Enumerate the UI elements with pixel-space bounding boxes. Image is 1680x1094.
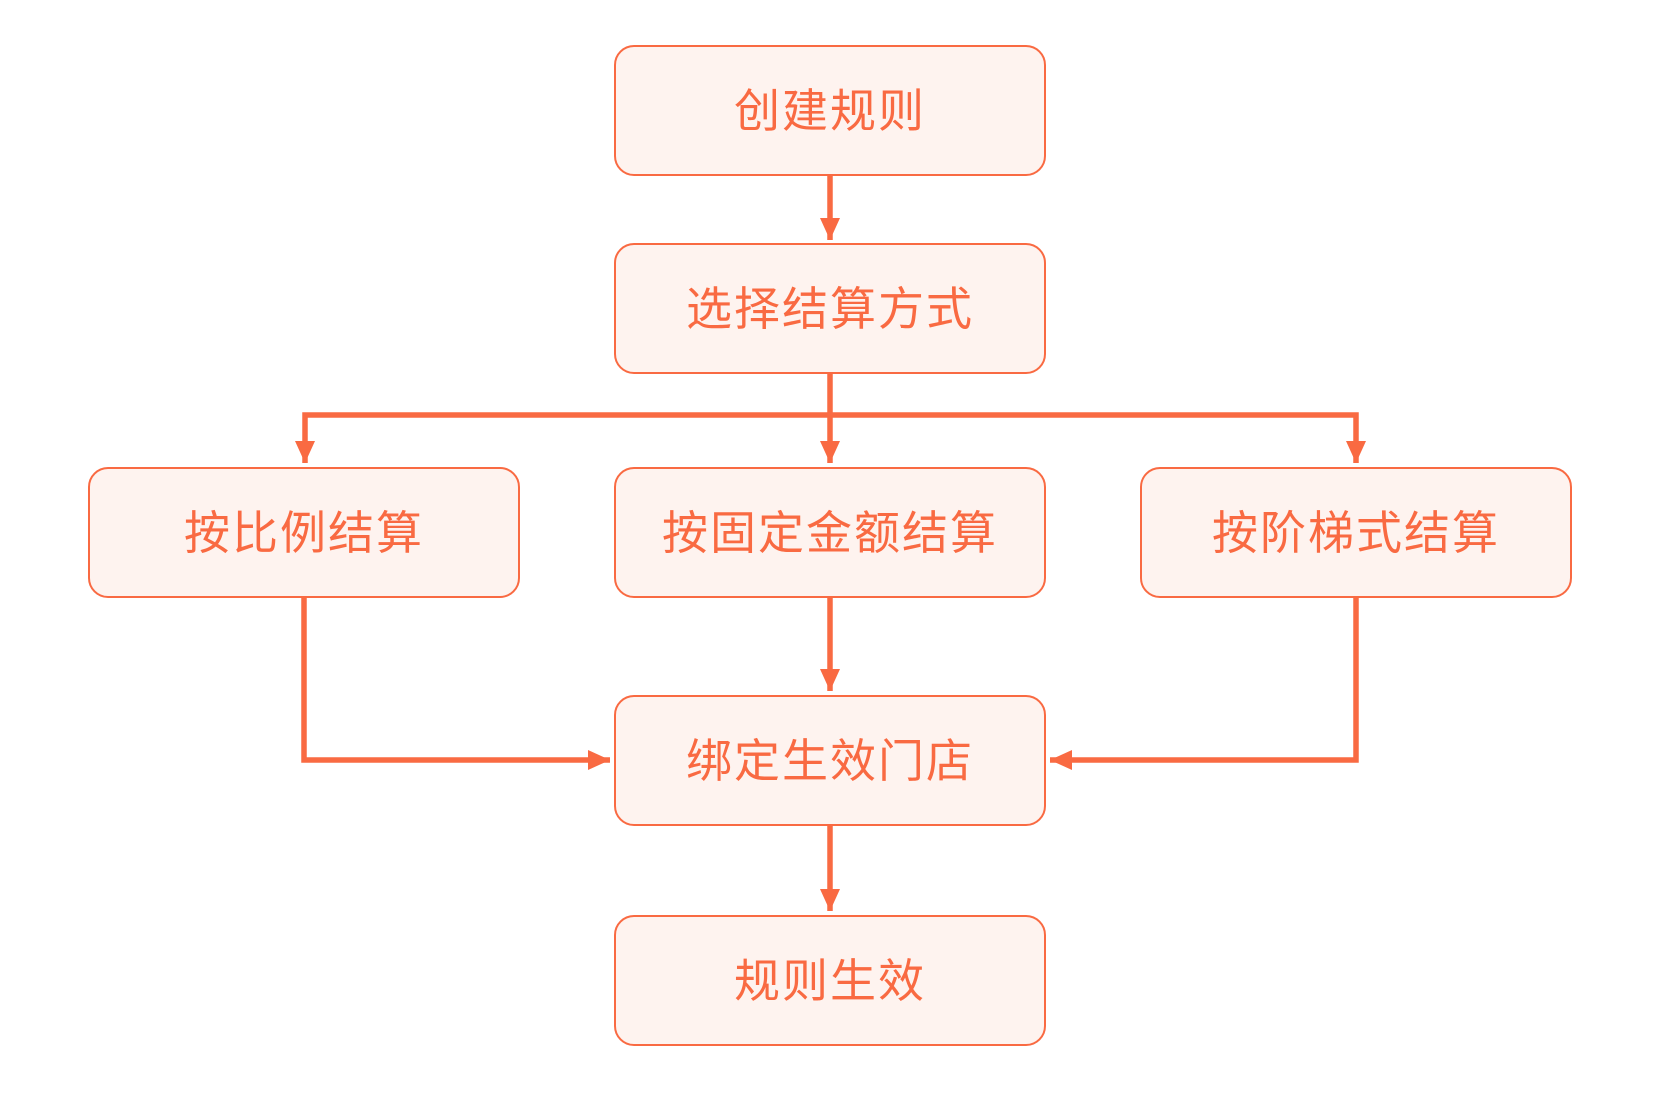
edge-select-to-ratio	[295, 412, 830, 463]
node-bind-effective-stores-label: 绑定生效门店	[686, 734, 974, 787]
node-settle-by-ratio-label: 按比例结算	[184, 506, 424, 559]
node-create-rule: 创建规则	[614, 45, 1046, 176]
node-select-settlement-method-label: 选择结算方式	[686, 282, 974, 335]
edge-ratio-to-bind	[301, 598, 610, 770]
node-rule-takes-effect-label: 规则生效	[734, 954, 926, 1007]
node-settle-by-ratio: 按比例结算	[88, 467, 520, 598]
node-select-settlement-method: 选择结算方式	[614, 243, 1046, 374]
node-settle-by-fixed-amount-label: 按固定金额结算	[662, 506, 998, 559]
node-settle-by-tier-label: 按阶梯式结算	[1212, 506, 1500, 559]
node-rule-takes-effect: 规则生效	[614, 915, 1046, 1046]
node-create-rule-label: 创建规则	[734, 84, 926, 137]
node-settle-by-fixed-amount: 按固定金额结算	[614, 467, 1046, 598]
node-settle-by-tier: 按阶梯式结算	[1140, 467, 1572, 598]
edge-tiered-to-bind	[1050, 598, 1359, 770]
edge-select-to-tiered	[830, 412, 1366, 463]
node-bind-effective-stores: 绑定生效门店	[614, 695, 1046, 826]
